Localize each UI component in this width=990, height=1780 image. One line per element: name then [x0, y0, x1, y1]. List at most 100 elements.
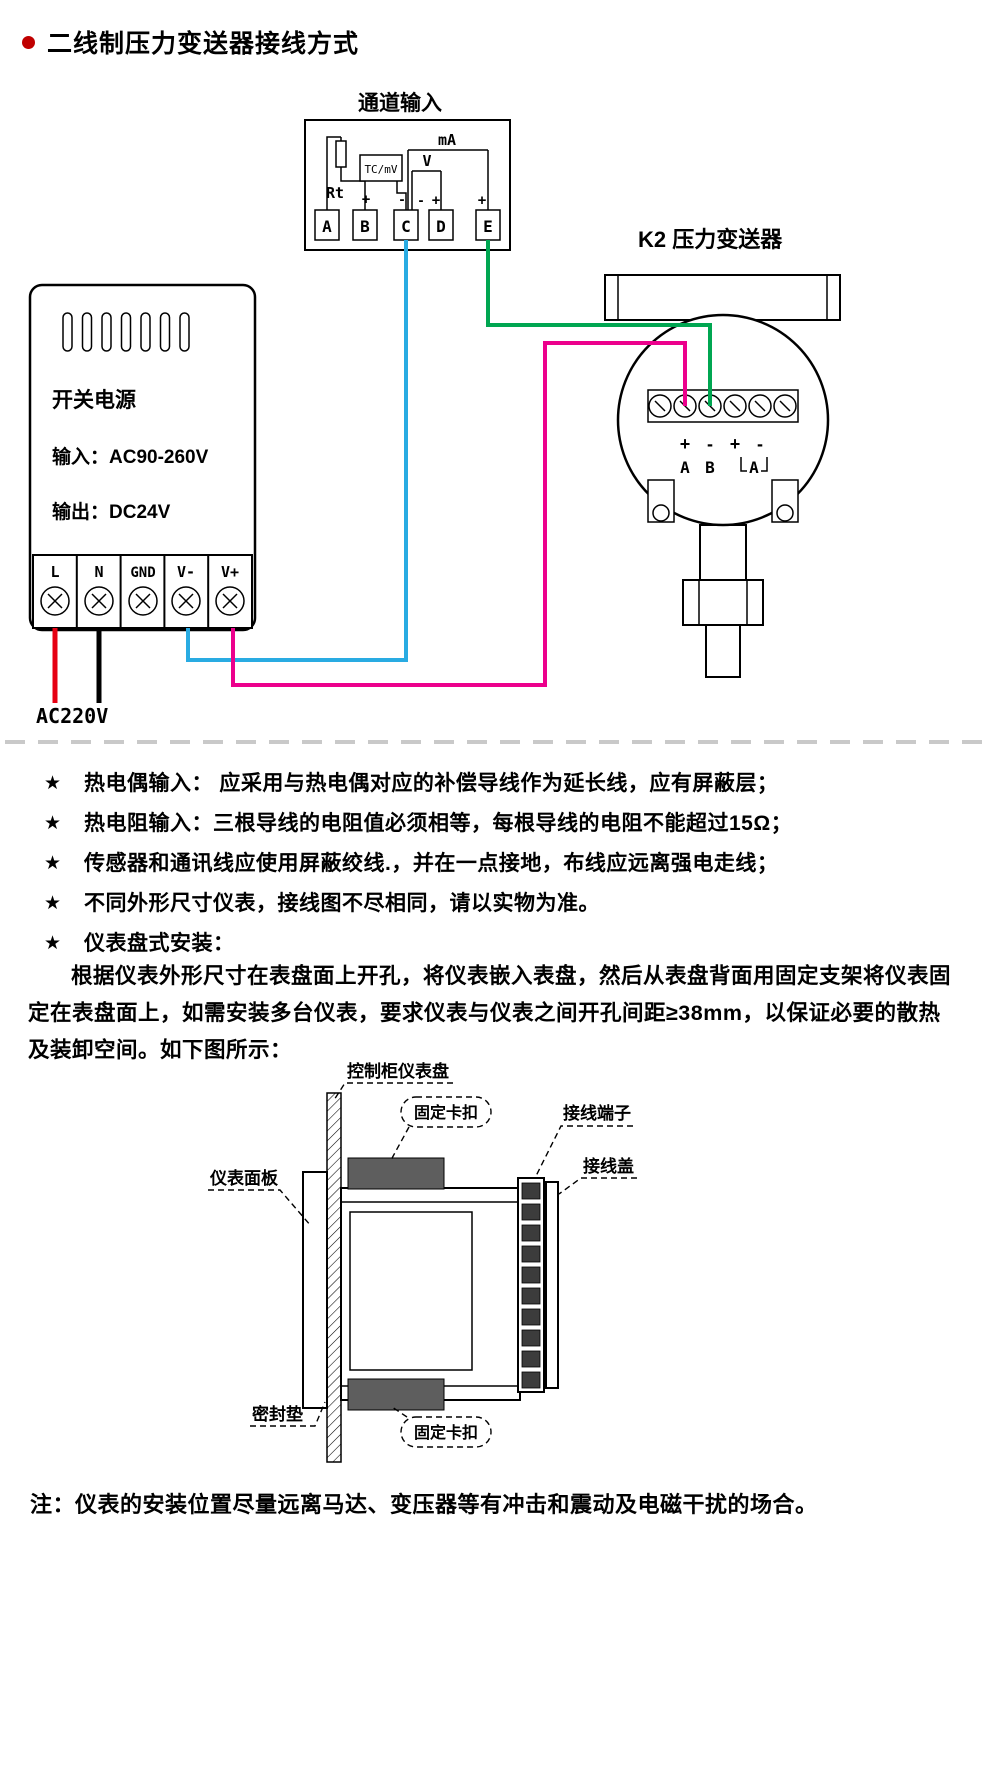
notes-list: ★ 热电偶输入： 应采用与热电偶对应的补偿导线作为延长线，应有屏蔽层； ★ 热电…	[44, 770, 964, 970]
note-text: 热电阻输入：三根导线的电阻值必须相等，每根导线的电阻不能超过15Ω；	[84, 812, 793, 835]
transmitter-neck	[699, 524, 747, 581]
v-minus-label: -	[419, 192, 424, 209]
psu-terminal-screws	[40, 586, 245, 616]
terminal-e	[475, 209, 501, 241]
page-title-row: 二线制压力变送器接线方式	[22, 24, 359, 60]
leader-clip-top	[390, 1126, 410, 1161]
tx-plus1-label: +	[680, 434, 691, 454]
label-cover: 接线盖	[583, 1156, 634, 1176]
note-item: ★ 热电阻输入：三根导线的电阻值必须相等，每根导线的电阻不能超过15Ω；	[44, 810, 964, 838]
tc-plus-label: +	[362, 191, 371, 208]
psu-input: 输入：AC90-260V	[52, 445, 209, 468]
star-icon: ★	[44, 773, 62, 794]
terminal-c-label: C	[401, 217, 411, 236]
label-clip-top: 固定卡扣	[414, 1103, 478, 1122]
label-clip-bottom-box	[400, 1416, 492, 1448]
front-bezel	[302, 1171, 328, 1409]
power-supply: 开关电源 输入：AC90-260V 输出：DC24V L N GND V- V+	[28, 283, 257, 632]
channel-terminals: A B C D E	[314, 209, 501, 241]
label-front-panel: 仪表面板	[209, 1168, 279, 1188]
note-item: ★ 传感器和通讯线应使用屏蔽绞线.，并在一点接地，布线应远离强电走线；	[44, 850, 964, 878]
pressure-transmitter: K2 压力变送器 + -	[604, 227, 841, 678]
tx-a-label: A	[680, 458, 690, 477]
fixing-clip-bottom	[347, 1378, 445, 1411]
transmitter-terminal-screws	[648, 394, 797, 418]
terminal-a	[314, 209, 340, 241]
dashed-divider	[5, 740, 985, 744]
psu-terminal-n-label: N	[94, 563, 103, 581]
leader-panel	[333, 1082, 453, 1101]
note-text: 传感器和通讯线应使用屏蔽绞线.，并在一点接地，布线应远离强电走线；	[84, 852, 779, 875]
installation-paragraph: 根据仪表外形尺寸在表盘面上开孔，将仪表嵌入表盘，然后从表盘背面用固定支架将仪表固…	[28, 964, 952, 1062]
tc-mv-label: TC/mV	[364, 163, 397, 176]
psu-output: 输出：DC24V	[52, 500, 171, 523]
terminal-e-label: E	[483, 217, 493, 236]
note-item: ★ 热电偶输入： 应采用与热电偶对应的补偿导线作为延长线，应有屏蔽层；	[44, 770, 964, 798]
tc-minus-label: -	[400, 191, 405, 208]
wire-signal-green	[486, 240, 712, 406]
note-item: ★ 不同外形尺寸仪表，接线图不尽相同，请以实物为准。	[44, 890, 964, 918]
wire-signal-cyan	[186, 240, 408, 662]
terminal-b-label: B	[360, 217, 370, 236]
transmitter-hex-nut	[682, 579, 764, 626]
psu-vent-slots	[62, 312, 190, 352]
psu-terminal-vplus-label: V+	[221, 563, 239, 581]
leader-clip-bottom	[391, 1406, 408, 1418]
note-text: 不同外形尺寸仪表，接线图不尽相同，请以实物为准。	[84, 892, 600, 915]
ma-plus-label: +	[478, 192, 487, 209]
psu-terminal-l-label: L	[50, 563, 59, 581]
leader-cover	[558, 1177, 637, 1195]
terminal-cover	[545, 1181, 559, 1389]
psu-terminal-vminus-label: V-	[177, 563, 195, 581]
terminal-b	[352, 209, 378, 241]
terminal-d	[428, 209, 454, 241]
star-icon: ★	[44, 893, 62, 914]
transmitter-stem	[705, 624, 741, 678]
transmitter-terminal-strip	[647, 389, 799, 423]
star-icon: ★	[44, 813, 62, 834]
bullet-icon	[22, 35, 35, 49]
tx-minus2-label: -	[757, 434, 763, 454]
page-title: 二线制压力变送器接线方式	[47, 30, 360, 58]
transmitter-top-cap	[604, 274, 841, 321]
panel-wall	[326, 1092, 342, 1463]
fixing-clip-top	[347, 1157, 445, 1190]
v-label: V	[422, 152, 431, 170]
tx-a2-label: A	[749, 458, 759, 477]
note-text: 热电偶输入： 应采用与热电偶对应的补偿导线作为延长线，应有屏蔽层；	[84, 772, 779, 795]
terminal-d-label: D	[436, 217, 446, 236]
channel-internal-wiring: Rt TC/mV + - V - + mA +	[326, 131, 489, 210]
v-plus-label: +	[432, 192, 441, 209]
psu-box	[28, 283, 257, 632]
note-item: ★ 仪表盘式安装：	[44, 930, 964, 958]
transmitter-side-bolts	[647, 479, 799, 523]
star-icon: ★	[44, 853, 62, 874]
label-terminal: 接线端子	[563, 1103, 631, 1123]
psu-name: 开关电源	[52, 388, 136, 412]
rt-resistor-icon	[335, 140, 347, 168]
tx-plus2-label: +	[730, 434, 741, 454]
terminal-block-cells	[521, 1182, 541, 1389]
label-clip-top-box	[400, 1096, 492, 1128]
wiring-diagram: 通道输入 Rt TC/mV + - V - + mA + A	[28, 91, 841, 728]
terminal-a-label: A	[322, 217, 332, 236]
tx-minus1-label: -	[707, 434, 713, 454]
label-clip-bottom: 固定卡扣	[414, 1423, 478, 1442]
leader-front-panel	[208, 1189, 312, 1227]
star-icon: ★	[44, 933, 62, 954]
installation-diagram: 控制柜仪表盘 固定卡扣 接线端子 接线盖 仪表面板 密封垫 固定卡扣	[208, 1061, 637, 1463]
wire-power-magenta	[231, 341, 687, 687]
transmitter-title: K2 压力变送器	[638, 227, 783, 252]
tx-b-label: B	[705, 458, 715, 477]
ma-label: mA	[438, 131, 456, 149]
tc-mv-box	[359, 154, 403, 182]
leader-gasket	[250, 1401, 326, 1427]
channel-input-label: 通道输入	[358, 91, 442, 115]
rt-label: Rt	[326, 184, 344, 202]
label-gasket: 密封垫	[252, 1404, 303, 1424]
note-text: 仪表盘式安装：	[84, 932, 235, 955]
instrument-inner-case	[349, 1211, 473, 1371]
leader-terminal	[535, 1125, 633, 1177]
ac-supply-label: AC220V	[36, 704, 108, 728]
